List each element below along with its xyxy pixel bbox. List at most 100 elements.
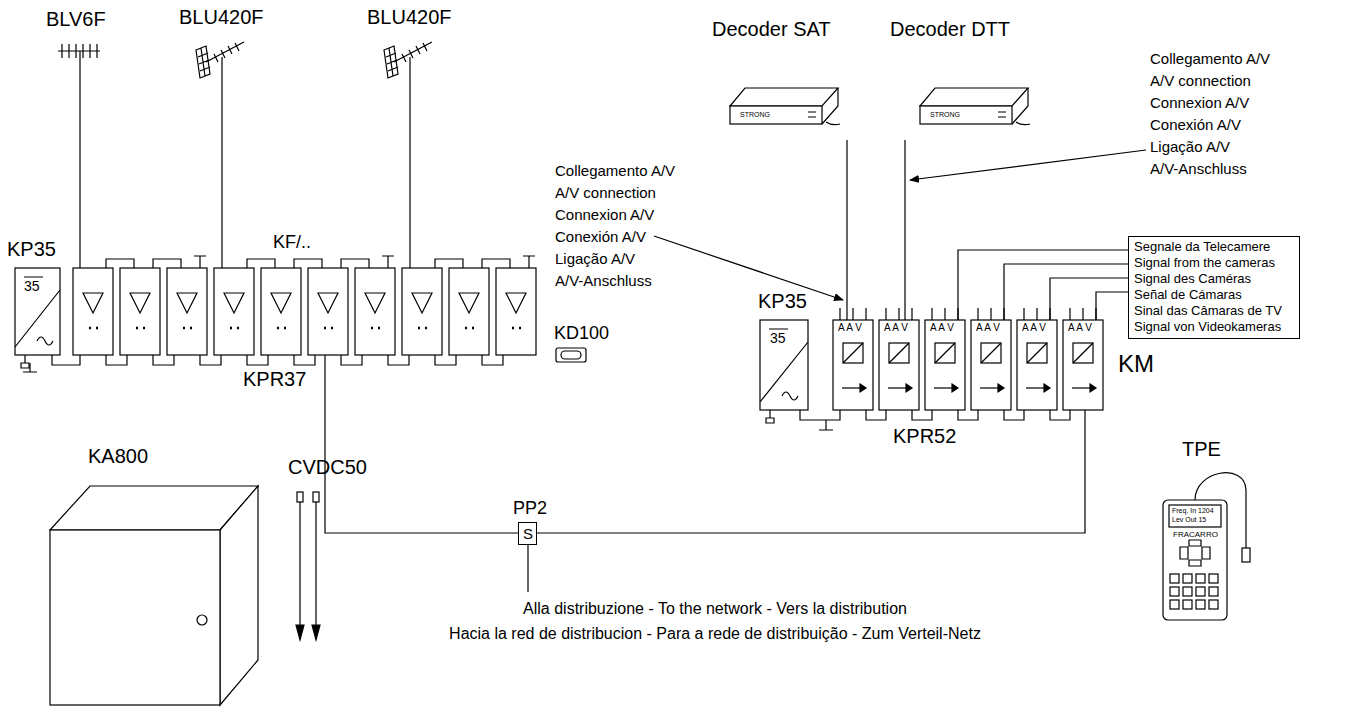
decoder-cord — [1016, 122, 1030, 125]
amplifier-symbol — [459, 293, 479, 313]
modulator-symbol — [1027, 343, 1047, 363]
annotation-text: STRONG — [930, 111, 960, 119]
component-label: Segnale da Telecamere — [1134, 240, 1270, 255]
labelled-box: PP2S — [518, 522, 537, 545]
meter-key — [1196, 574, 1205, 583]
jumper — [482, 259, 510, 268]
kd100-slot — [561, 351, 581, 359]
component-label: TPE — [1182, 438, 1221, 461]
annotation-text: Freq. In 1204 — [1172, 507, 1214, 515]
amplifier-module — [120, 268, 160, 355]
annotation-text: A A V — [1022, 322, 1046, 334]
meter-key — [1170, 600, 1179, 609]
component-label: Signal von Videokameras — [1134, 320, 1281, 335]
annotation-text: A A V — [838, 322, 862, 334]
annotation-text: 35 — [770, 330, 786, 346]
output-arrow — [1072, 387, 1091, 388]
component: BLU420F — [383, 38, 433, 78]
jumper — [341, 259, 369, 268]
component: Decoder SAT — [712, 18, 852, 140]
cable-connector — [958, 250, 1128, 320]
modulator-diagonal — [1027, 343, 1047, 363]
output-arrow — [934, 387, 953, 388]
component-label: Signal des Caméras — [1134, 272, 1251, 287]
cable-connector — [325, 355, 518, 533]
jumper — [388, 355, 409, 365]
amplifier-module — [261, 268, 301, 355]
output-arrow — [888, 387, 907, 388]
output-arrow — [1026, 387, 1045, 388]
amplifier-module — [496, 268, 536, 355]
annotation-text: A A V — [976, 322, 1000, 334]
meter-keys — [1170, 574, 1218, 609]
uhf-boom — [394, 42, 432, 78]
tpe-meter — [1163, 473, 1250, 620]
component: KD100 — [556, 348, 586, 362]
power-supply-mark — [15, 277, 60, 347]
modulator-diagonal — [935, 343, 955, 363]
meter-key — [1209, 574, 1218, 583]
jumper — [294, 355, 315, 365]
modulator-module — [925, 320, 965, 410]
jumper — [866, 410, 886, 420]
labelled-box: Segnale da TelecamereSignal from the cam… — [1128, 236, 1300, 339]
termination — [382, 256, 394, 268]
meter-key — [1196, 587, 1205, 596]
component-label: S — [523, 525, 533, 542]
meter-dpad — [1180, 540, 1210, 566]
amplifier-symbol — [365, 293, 385, 313]
annotation-text: FRACARRO — [1173, 530, 1218, 539]
annotation-text: STRONG — [740, 111, 770, 119]
module-pins — [1070, 308, 1096, 320]
modulator-module — [971, 320, 1011, 410]
modulator-module — [879, 320, 919, 410]
component-label: KPR37 — [243, 368, 306, 391]
meter-key — [1196, 600, 1205, 609]
component-label: KM — [1118, 350, 1154, 378]
component-label: Signal from the cameras — [1134, 256, 1275, 271]
annotation-text: Alla distribuzione - To the network - Ve… — [523, 600, 907, 618]
amplifier-symbol — [130, 293, 150, 313]
module-dots — [183, 327, 192, 330]
cabinet-front — [50, 530, 220, 705]
amplifier-symbol — [271, 293, 291, 313]
ground-symbol — [23, 363, 37, 372]
decoders — [730, 88, 1030, 125]
meter-key — [1183, 587, 1192, 596]
output-arrowhead — [952, 384, 958, 392]
jumper — [247, 259, 275, 268]
decoder-front — [920, 106, 1012, 124]
module-pins — [932, 308, 958, 320]
termination — [523, 256, 535, 268]
component-label: KF/.. — [273, 232, 311, 253]
output-arrow — [980, 387, 999, 388]
jumper — [153, 259, 181, 268]
power-supply-box — [760, 320, 808, 410]
meter-key — [1209, 600, 1218, 609]
decoder-cord — [826, 122, 840, 125]
annotation-text: A A V — [1068, 322, 1092, 334]
output-arrowhead — [906, 384, 912, 392]
annotation-text: 35 — [24, 278, 40, 294]
modulator-symbol — [935, 343, 955, 363]
annotation-text: Lev Out 15 — [1172, 516, 1206, 524]
network-line — [527, 545, 528, 592]
jumper — [800, 410, 840, 420]
amplifier-symbol — [224, 293, 244, 313]
modulator-diagonal — [1073, 343, 1093, 363]
meter-plug — [1242, 548, 1250, 562]
component-label: PP2 — [513, 498, 547, 519]
jumper — [52, 355, 80, 365]
modulator-symbol — [1073, 343, 1093, 363]
kd100-body — [556, 348, 586, 362]
annotation-text: Conexión A/V — [1150, 116, 1241, 133]
component: CVDC50 — [288, 488, 328, 643]
cabinet-lock — [197, 615, 207, 625]
annotation-text: A/V-Anschluss — [555, 272, 652, 289]
component: KA800 — [48, 485, 260, 707]
amplifier-module — [449, 268, 489, 355]
annotation-text: Conexión A/V — [555, 228, 646, 245]
decoder-side — [808, 88, 838, 124]
component: Decoder DTT — [890, 18, 1040, 140]
